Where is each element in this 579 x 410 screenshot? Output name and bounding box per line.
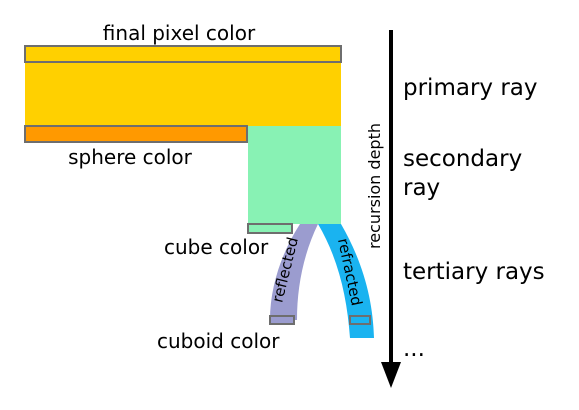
cuboid-color-label: cuboid color <box>157 329 280 353</box>
ellipsis-label: ... <box>403 336 425 362</box>
refracted-color-swatch <box>349 315 371 325</box>
secondary-ray-label-line2: ray <box>403 175 440 201</box>
cube-color-swatch <box>247 223 293 234</box>
sphere-color-label: sphere color <box>68 145 193 169</box>
cube-color-label: cube color <box>164 235 269 259</box>
final-pixel-color-swatch <box>24 45 342 63</box>
recursion-depth-arrowhead <box>381 362 401 388</box>
secondary-ray-block <box>248 126 341 224</box>
refracted-ray-band <box>318 224 374 338</box>
recursion-depth-label: recursion depth <box>365 123 384 249</box>
secondary-ray-label-line1: secondary <box>403 146 522 172</box>
cuboid-color-swatch <box>269 315 295 325</box>
sphere-color-swatch <box>24 125 248 143</box>
primary-ray-label: primary ray <box>403 75 538 101</box>
final-pixel-color-label: final pixel color <box>103 21 256 45</box>
reflected-ray-band <box>270 224 318 320</box>
tertiary-rays-label: tertiary rays <box>403 259 545 285</box>
